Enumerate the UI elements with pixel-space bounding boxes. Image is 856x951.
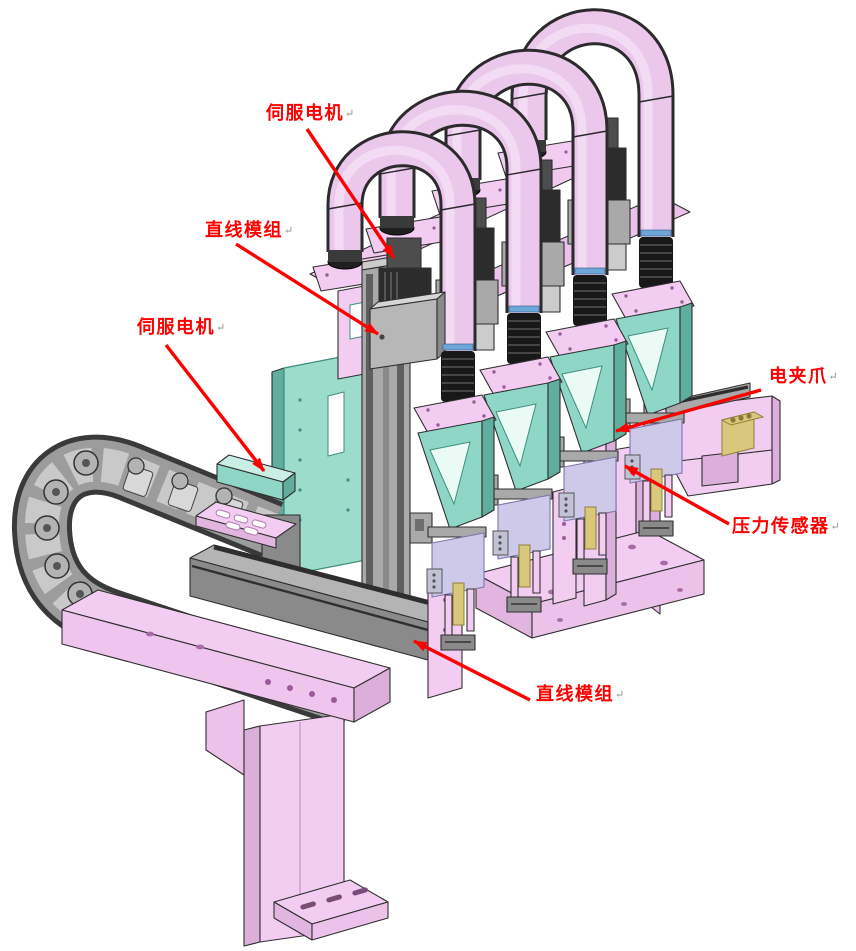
leader-linear-module-upper bbox=[235, 242, 379, 336]
left-pedestal bbox=[205, 699, 389, 947]
gusset-bracket-1 bbox=[409, 416, 495, 544]
label-servo-motor-left: 伺服电机↵ bbox=[137, 318, 225, 338]
leader-pressure-sensor bbox=[624, 464, 730, 526]
return-mark: ↵ bbox=[216, 321, 226, 334]
electric-gripper-1 bbox=[426, 526, 487, 651]
return-mark: ↵ bbox=[828, 370, 838, 383]
tan-clamp-block bbox=[720, 411, 765, 457]
leader-servo-motor-upper bbox=[305, 128, 396, 259]
label-text: 伺服电机 bbox=[137, 317, 215, 338]
return-mark: ↵ bbox=[284, 224, 294, 237]
leader-linear-module-lower bbox=[413, 639, 531, 702]
label-text: 电夹爪 bbox=[769, 366, 828, 387]
pedestal-foot bbox=[273, 879, 389, 941]
bellows-1 bbox=[441, 351, 475, 402]
module-base-plate bbox=[61, 589, 391, 723]
vertical-module-slider bbox=[369, 291, 446, 370]
leader-servo-motor-left bbox=[164, 343, 266, 473]
electric-gripper-3 bbox=[558, 450, 619, 575]
return-mark: ↵ bbox=[615, 688, 625, 701]
label-pressure-sensor: 压力传感器↵ bbox=[732, 517, 840, 537]
return-mark: ↵ bbox=[830, 520, 840, 533]
return-mark: ↵ bbox=[345, 107, 355, 120]
label-linear-module-lower: 直线模组↵ bbox=[536, 685, 624, 705]
slotted-plate bbox=[195, 501, 297, 549]
label-text: 压力传感器 bbox=[732, 516, 830, 537]
bellows-3 bbox=[573, 275, 607, 326]
bellows-2 bbox=[507, 313, 541, 364]
label-text: 直线模组 bbox=[205, 220, 283, 241]
leader-arrows bbox=[164, 128, 762, 702]
label-servo-motor-upper: 伺服电机↵ bbox=[266, 104, 354, 124]
label-text: 伺服电机 bbox=[266, 103, 344, 124]
label-linear-module-upper: 直线模组↵ bbox=[205, 221, 293, 241]
label-text: 直线模组 bbox=[536, 684, 614, 705]
leader-electric-gripper bbox=[615, 388, 762, 433]
bellows-4 bbox=[639, 237, 673, 288]
tool-arm bbox=[643, 382, 781, 497]
finger-3 bbox=[541, 267, 629, 575]
label-electric-gripper: 电夹爪↵ bbox=[769, 367, 838, 387]
